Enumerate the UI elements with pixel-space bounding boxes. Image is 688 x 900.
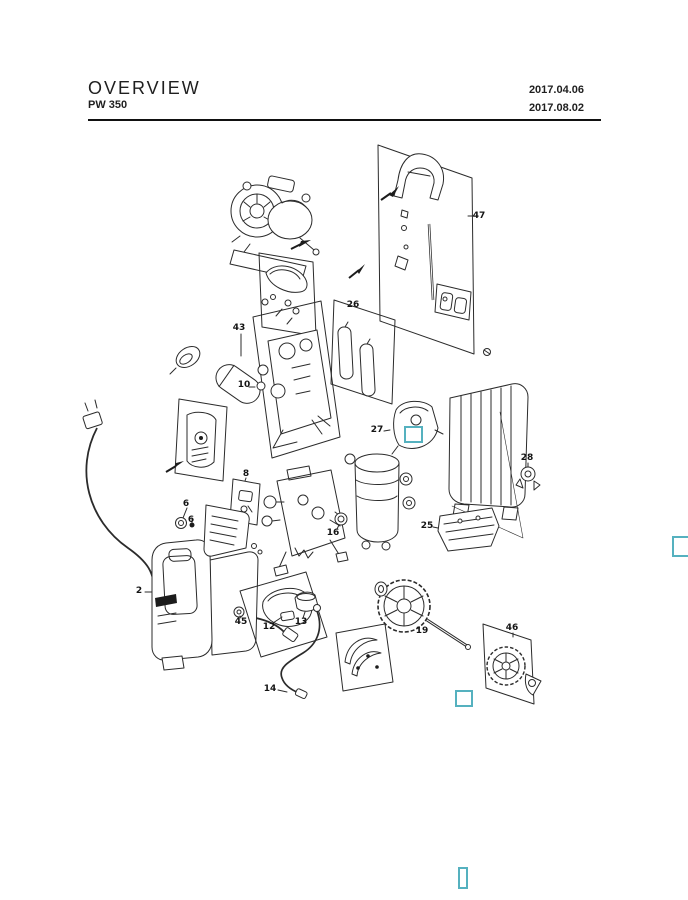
insert-arrow-icon — [290, 240, 311, 250]
header-divider — [88, 119, 601, 121]
link-annotation-2[interactable] — [455, 690, 473, 707]
insert-arrow-icon — [165, 461, 184, 473]
pump-manifold-drawing — [261, 465, 349, 577]
handle-box-47-drawing — [377, 144, 475, 355]
revision-dates: 2017.04.06 2017.08.02 — [529, 81, 584, 117]
link-annotation-1[interactable] — [404, 426, 423, 443]
side-panel-box-drawing — [165, 398, 228, 482]
bushing-16-drawing — [334, 512, 348, 530]
louver-cover-drawing — [203, 504, 263, 557]
washer-45-drawing — [233, 606, 245, 619]
capacitor-43-drawing — [169, 333, 261, 404]
wheel-box-46-drawing — [482, 623, 542, 705]
screw-icon — [483, 348, 491, 356]
switch-box-8-drawing — [229, 477, 261, 526]
link-annotation-3[interactable] — [672, 536, 688, 557]
link-annotation-4[interactable] — [458, 867, 468, 889]
wheel-19-drawing — [374, 579, 471, 650]
hose-14-drawing — [277, 604, 321, 700]
revision-date-2: 2017.08.02 — [528, 102, 584, 114]
screw-and-cap-6-drawing — [175, 507, 195, 529]
screw-icon — [348, 264, 365, 279]
insert-arrow-icon — [380, 186, 399, 201]
page-title: OVERVIEW — [88, 78, 201, 98]
front-cover-2-drawing — [144, 539, 259, 671]
model-number: PW 350 — [88, 99, 128, 111]
pump-box-10-drawing — [248, 294, 341, 459]
revision-date-1: 2017.04.06 — [528, 84, 584, 96]
motor-assembly-drawing — [229, 175, 320, 281]
cap-13-drawing — [294, 591, 319, 619]
lance-box-26-drawing — [330, 299, 396, 405]
hose-guide-box-drawing — [335, 623, 394, 692]
foot-25-drawing — [432, 507, 500, 552]
hub-28-drawing — [515, 462, 541, 491]
motor-pump-unit-drawing — [329, 453, 416, 551]
